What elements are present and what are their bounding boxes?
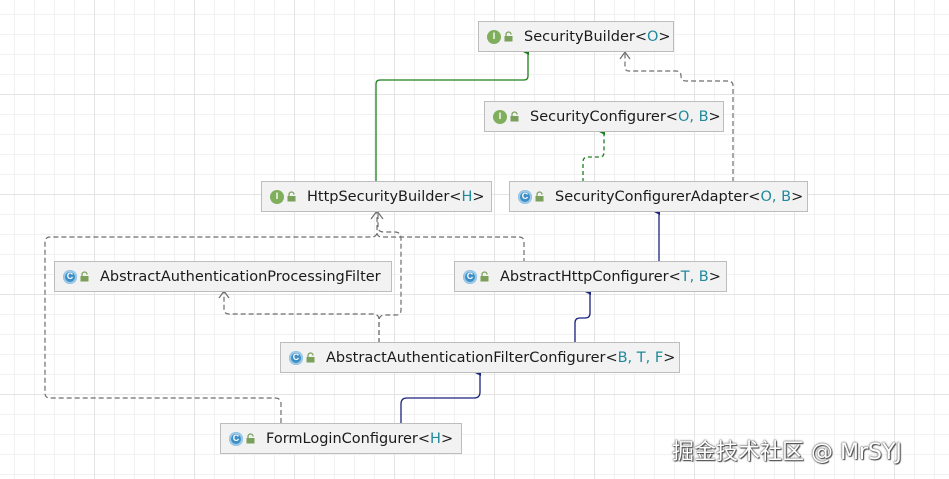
class-name: FormLoginConfigurer<H>: [266, 430, 454, 447]
public-access-icon: [480, 271, 489, 282]
node-abstract-http-configurer[interactable]: C AbstractHttpConfigurer<T, B>: [454, 261, 727, 292]
interface-icon: I: [270, 189, 284, 204]
public-access-icon: [306, 352, 315, 363]
edge-formlogin-to-httpsecuritybuilder: [44, 231, 378, 423]
class-name: AbstractAuthenticationProcessingFilter: [100, 268, 381, 285]
class-icon: C: [63, 269, 77, 284]
public-access-icon: [535, 191, 544, 202]
edge-adapter-to-securityconfigurer: [582, 125, 605, 182]
node-form-login-configurer[interactable]: C FormLoginConfigurer<H>: [220, 423, 462, 454]
class-name: HttpSecurityBuilder<H>: [307, 188, 485, 205]
class-icon: C: [289, 350, 303, 365]
watermark: 掘金技术社区 @ MrSYJ: [672, 440, 902, 465]
public-access-icon: [510, 111, 519, 122]
public-access-icon: [246, 433, 255, 444]
edge-adapter-to-securitybuilder: [624, 52, 734, 182]
edge-httpsecuritybuilder-to-securitybuilder: [375, 45, 529, 182]
public-access-icon: [504, 31, 513, 42]
class-icon: C: [229, 431, 243, 446]
edge-formlogin-to-filterconfigurer: [400, 366, 481, 423]
node-security-builder[interactable]: I SecurityBuilder<O>: [478, 21, 674, 52]
public-access-icon: [80, 271, 89, 282]
edge-filterconfigurer-to-httpsecuritybuilder: [377, 212, 402, 343]
node-abstract-authentication-filter-configurer[interactable]: C AbstractAuthenticationFilterConfigurer…: [280, 342, 680, 373]
node-security-configurer-adapter[interactable]: C SecurityConfigurerAdapter<O, B>: [509, 181, 808, 212]
class-icon: C: [463, 269, 477, 284]
node-abstract-authentication-processing-filter[interactable]: C AbstractAuthenticationProcessingFilter: [54, 261, 392, 292]
arrowhead-open-securitybuilder: [619, 50, 631, 60]
edge-httpconfigurer-to-httpsecuritybuilder: [376, 212, 525, 263]
node-security-configurer[interactable]: I SecurityConfigurer<O, B>: [484, 101, 724, 132]
class-name: SecurityBuilder<O>: [524, 28, 671, 45]
node-http-security-builder[interactable]: I HttpSecurityBuilder<H>: [261, 181, 492, 212]
class-name: AbstractAuthenticationFilterConfigurer<B…: [326, 349, 676, 366]
interface-icon: I: [493, 109, 507, 124]
class-name: SecurityConfigurer<O, B>: [530, 108, 721, 125]
edge-filterconfigurer-to-processingfilter: [223, 292, 380, 343]
class-name: AbstractHttpConfigurer<T, B>: [500, 268, 721, 285]
interface-icon: I: [487, 29, 501, 44]
public-access-icon: [287, 191, 296, 202]
class-name: SecurityConfigurerAdapter<O, B>: [555, 188, 804, 205]
edge-filterconfigurer-to-httpconfigurer: [574, 285, 591, 343]
class-icon: C: [518, 189, 532, 204]
